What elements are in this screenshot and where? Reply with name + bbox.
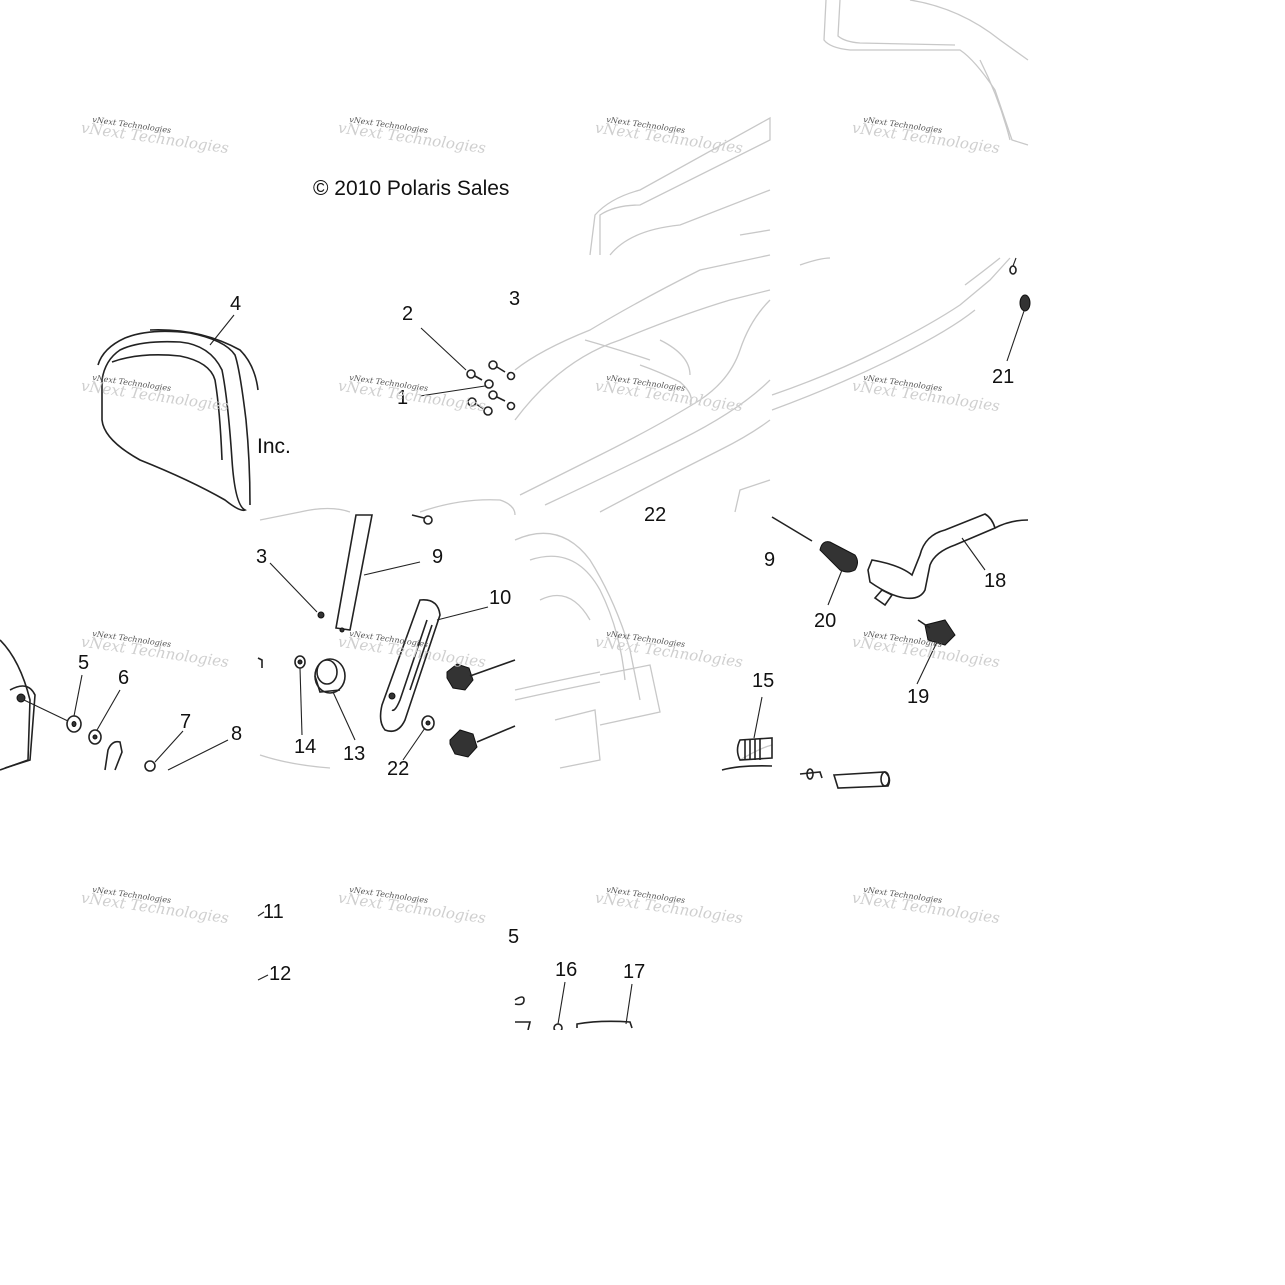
- latch-19: [917, 619, 956, 646]
- bolt-cluster: [466, 360, 516, 416]
- callout-2: 2: [402, 303, 413, 325]
- callout-3-upper: 3: [509, 288, 520, 310]
- backrest-bracket-left: [0, 639, 71, 771]
- washer-22: [421, 715, 435, 731]
- copyright-text: © 2010 Polaris Sales: [313, 177, 509, 200]
- copyright-notice: © 2010 Polaris Sales Inc.: [257, 177, 509, 458]
- callout-11: 11: [263, 901, 284, 923]
- copyright-suffix: Inc.: [257, 435, 291, 458]
- leader-lines: [73, 257, 1025, 1025]
- callout-22-upper: 22: [644, 504, 666, 526]
- callout-17: 17: [623, 961, 645, 983]
- callout-6: 6: [118, 667, 129, 689]
- adjuster-plate-10: [379, 598, 441, 733]
- callout-12: 12: [269, 963, 291, 985]
- tile-seams: [0, 1030, 1285, 1285]
- pin-left-stub: [257, 514, 433, 668]
- washer-5: [66, 715, 82, 733]
- callout-7: 7: [180, 711, 191, 733]
- backrest-pad: [97, 329, 259, 512]
- bumper-13: [314, 658, 346, 694]
- callout-1: 1: [397, 387, 408, 409]
- callout-14: 14: [294, 736, 316, 758]
- callout-5-lower: 5: [508, 926, 519, 948]
- callout-22-lower: 22: [387, 758, 409, 780]
- grab-handle-18: [867, 513, 1029, 607]
- callout-18: 18: [984, 570, 1006, 592]
- bushing-21: [1009, 265, 1031, 312]
- nut-14: [294, 655, 306, 669]
- callout-10: 10: [489, 587, 511, 609]
- callout-8: 8: [231, 723, 242, 745]
- washer-6: [88, 729, 102, 745]
- callout-20: 20: [814, 610, 836, 632]
- callout-13: 13: [343, 743, 365, 765]
- callout-15: 15: [752, 670, 774, 692]
- callout-3-left: 3: [256, 546, 267, 568]
- callout-19: 19: [907, 686, 929, 708]
- pin-16: [514, 996, 563, 1033]
- callout-9: 9: [432, 546, 443, 568]
- support-rod-9: [317, 514, 373, 633]
- tube-15: [721, 737, 773, 771]
- callout-9-right: 9: [764, 549, 775, 571]
- sleeve-17: [576, 1020, 633, 1029]
- callout-16: 16: [555, 959, 577, 981]
- seat-ghost-outline: [259, 0, 1029, 769]
- knob-lower: [449, 725, 516, 758]
- grip-20: [771, 516, 858, 573]
- bracket-7: [104, 740, 156, 772]
- callout-5: 5: [78, 652, 89, 674]
- callout-21: 21: [992, 366, 1014, 388]
- tube-right: [799, 768, 891, 789]
- callout-labels: 1 2 3 3 4 5 5 6 7 8 9 10 11 12 13 14 15 …: [78, 288, 1014, 985]
- callout-4: 4: [230, 293, 241, 315]
- knob-upper: [446, 659, 516, 691]
